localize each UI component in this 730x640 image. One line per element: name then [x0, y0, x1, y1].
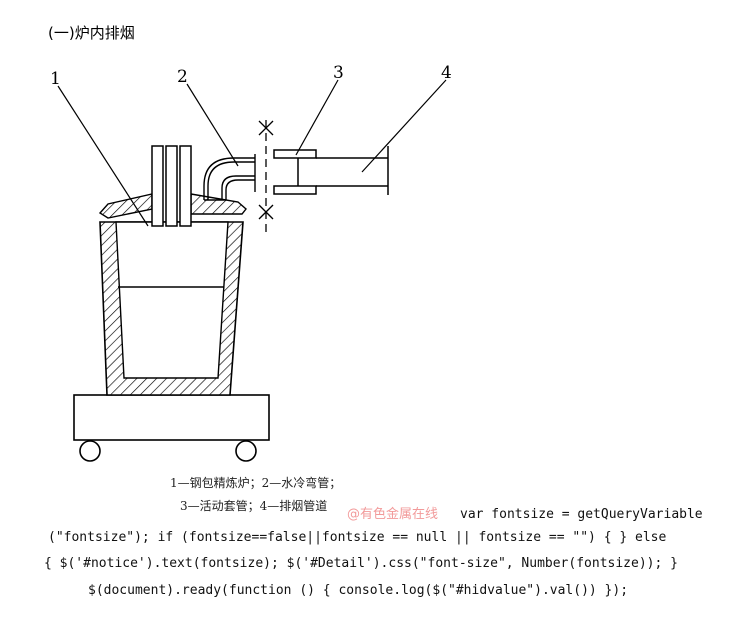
callout-3: 3	[333, 63, 344, 83]
callout-2: 2	[177, 67, 188, 87]
ladle-furnace-diagram: 1 2 3 4	[50, 63, 452, 462]
figure-caption-line-2: 3—活动套管；4—排烟管道	[180, 499, 328, 513]
water-cooled-elbow	[203, 154, 256, 201]
leaked-script-line-2: ("fontsize"); if (fontsize==false||fonts…	[48, 530, 667, 545]
cart-wheel-right	[235, 440, 257, 462]
callout-1: 1	[50, 69, 61, 89]
figure-caption-line-1: 1—钢包精炼炉；2—水冷弯管；	[170, 476, 342, 490]
cart-base	[73, 394, 270, 462]
watermark: @有色金属在线	[347, 507, 439, 522]
callout-4: 4	[441, 63, 452, 83]
leaked-script-line-1: var fontsize = getQueryVariable	[460, 507, 703, 522]
sleeve-gap-marker	[258, 120, 274, 236]
leaked-script-line-3: { $('#notice').text(fontsize); $('#Detai…	[44, 556, 678, 571]
electrodes	[151, 145, 192, 227]
ladle-vessel	[99, 221, 244, 396]
leader-lines	[57, 79, 447, 227]
leaked-script-line-4: $(document).ready(function () { console.…	[88, 583, 629, 598]
exhaust-duct	[316, 146, 389, 195]
cart-wheel-left	[79, 440, 101, 462]
movable-sleeve	[273, 149, 317, 195]
section-title: (一)炉内排烟	[48, 24, 135, 42]
